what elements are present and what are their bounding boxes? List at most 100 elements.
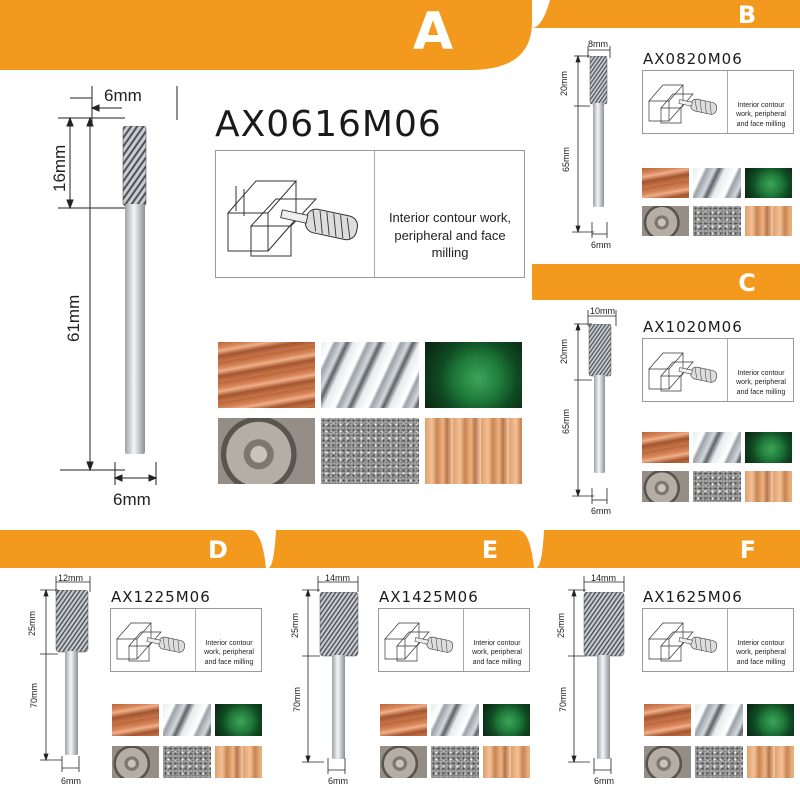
total-length-label: 65mm	[561, 408, 571, 434]
aluminium-profile-photo	[163, 704, 211, 736]
product-panel-a: A 6mm 16mm 61mm 6mm	[0, 0, 532, 530]
model-number: AX1425M06	[379, 588, 479, 606]
granite-photo	[321, 418, 419, 484]
product-panel-e: E 14mm 25mm 70mm 6mm AX1425M06	[268, 530, 536, 800]
milling-sketch-icon	[226, 180, 358, 257]
total-length-label: 61mm	[64, 294, 83, 342]
granite-photo	[693, 206, 741, 236]
copper-bars-photo	[644, 704, 692, 736]
stone-discs-photo	[644, 746, 692, 778]
material-thumbnails	[642, 432, 792, 502]
application-diagram: Interior contour work, peripheral and fa…	[110, 608, 262, 672]
dimension-lines	[572, 310, 617, 504]
wood-blocks-photo	[482, 746, 530, 778]
carbide-burr-image	[588, 324, 612, 473]
panel-letter: B	[737, 1, 757, 29]
wood-blocks-photo	[746, 746, 794, 778]
dimension-lines	[58, 86, 178, 485]
stone-discs-photo	[642, 471, 690, 502]
stone-discs-photo	[112, 746, 160, 778]
model-number: AX0820M06	[643, 50, 743, 68]
milling-sketch-icon	[648, 84, 718, 124]
wood-blocks-photo	[744, 471, 792, 502]
aluminium-profile-photo	[321, 342, 419, 408]
model-number: AX1020M06	[643, 318, 743, 336]
application-description: Interior contour work, peripheral and fa…	[736, 370, 786, 396]
carbide-burr-image	[319, 592, 359, 759]
application-description: Interior contour work, peripheral and fa…	[388, 210, 512, 261]
material-thumbnails	[642, 168, 792, 236]
model-number: AX0616M06	[215, 104, 442, 145]
shank-diameter-label: 6mm	[61, 776, 81, 786]
copper-bars-photo	[380, 704, 428, 736]
head-diameter-label: 6mm	[104, 86, 142, 105]
milling-sketch-icon	[648, 622, 718, 662]
jade-carving-photo	[424, 342, 522, 408]
carbide-burr-image	[55, 590, 89, 755]
shank-diameter-label: 6mm	[328, 776, 348, 786]
copper-bars-photo	[218, 342, 316, 408]
panel-letter: A	[412, 2, 454, 62]
jade-carving-photo	[746, 704, 794, 736]
stone-discs-photo	[642, 206, 690, 236]
head-length-label: 25mm	[27, 610, 37, 636]
application-description: Interior contour work, peripheral and fa…	[736, 640, 786, 666]
head-diameter-label: 12mm	[58, 573, 84, 583]
granite-photo	[431, 746, 479, 778]
carbide-burr-image	[583, 592, 625, 759]
total-length-label: 70mm	[29, 682, 39, 708]
granite-photo	[695, 746, 743, 778]
shank-diameter-label: 6mm	[594, 776, 614, 786]
product-panel-f: F 14mm 25mm 70mm 6mm AX1625M06	[536, 530, 800, 800]
milling-sketch-icon	[648, 352, 718, 392]
application-diagram: Interior contour work, peripheral and fa…	[642, 338, 794, 402]
shank-diameter-label: 6mm	[591, 240, 611, 250]
granite-photo	[163, 746, 211, 778]
total-length-label: 70mm	[558, 686, 568, 712]
dimension-lines	[572, 46, 611, 238]
application-diagram: Interior contour work, peripheral and fa…	[215, 150, 525, 278]
stone-discs-photo	[380, 746, 428, 778]
application-diagram: Interior contour work, peripheral and fa…	[642, 608, 794, 672]
application-description: Interior contour work, peripheral and fa…	[736, 102, 786, 128]
copper-bars-photo	[112, 704, 160, 736]
head-diameter-label: 10mm	[590, 306, 616, 316]
head-length-label: 20mm	[559, 338, 569, 364]
granite-photo	[693, 471, 741, 502]
material-thumbnails	[380, 704, 530, 778]
aluminium-profile-photo	[693, 432, 741, 463]
panel-letter: D	[208, 536, 228, 564]
panel-letter: E	[481, 536, 499, 564]
application-description: Interior contour work, peripheral and fa…	[204, 640, 254, 666]
jade-carving-photo	[214, 704, 262, 736]
aluminium-profile-photo	[431, 704, 479, 736]
milling-sketch-icon	[116, 622, 186, 662]
head-length-label: 25mm	[556, 612, 566, 638]
total-length-label: 70mm	[292, 686, 302, 712]
head-length-label: 20mm	[559, 70, 569, 96]
application-description: Interior contour work, peripheral and fa…	[472, 640, 522, 666]
head-diameter-label: 14mm	[591, 573, 617, 583]
panel-letter: F	[739, 536, 757, 564]
model-number: AX1625M06	[643, 588, 743, 606]
head-diameter-label: 8mm	[588, 39, 608, 49]
aluminium-profile-photo	[695, 704, 743, 736]
application-diagram: Interior contour work, peripheral and fa…	[642, 70, 794, 134]
product-panel-d: D 12mm 25mm 70mm 6mm AX1225M06	[0, 530, 268, 800]
jade-carving-photo	[744, 432, 792, 463]
shank-diameter-label: 6mm	[591, 506, 611, 516]
total-length-label: 65mm	[561, 146, 571, 172]
shank-diameter-label: 6mm	[113, 490, 151, 509]
aluminium-profile-photo	[693, 168, 741, 198]
head-diameter-label: 14mm	[325, 573, 351, 583]
material-thumbnails	[112, 704, 262, 778]
wood-blocks-photo	[214, 746, 262, 778]
panel-letter: C	[738, 269, 756, 297]
product-panel-b: B 8mm 20mm 65mm 6mm AX0820M06	[532, 0, 800, 262]
jade-carving-photo	[744, 168, 792, 198]
wood-blocks-photo	[424, 418, 522, 484]
stone-discs-photo	[218, 418, 316, 484]
dimension-lines	[40, 576, 91, 772]
material-thumbnails	[644, 704, 794, 778]
product-panel-c: C 10mm 20mm 65mm 6mm AX1020M06	[532, 264, 800, 530]
